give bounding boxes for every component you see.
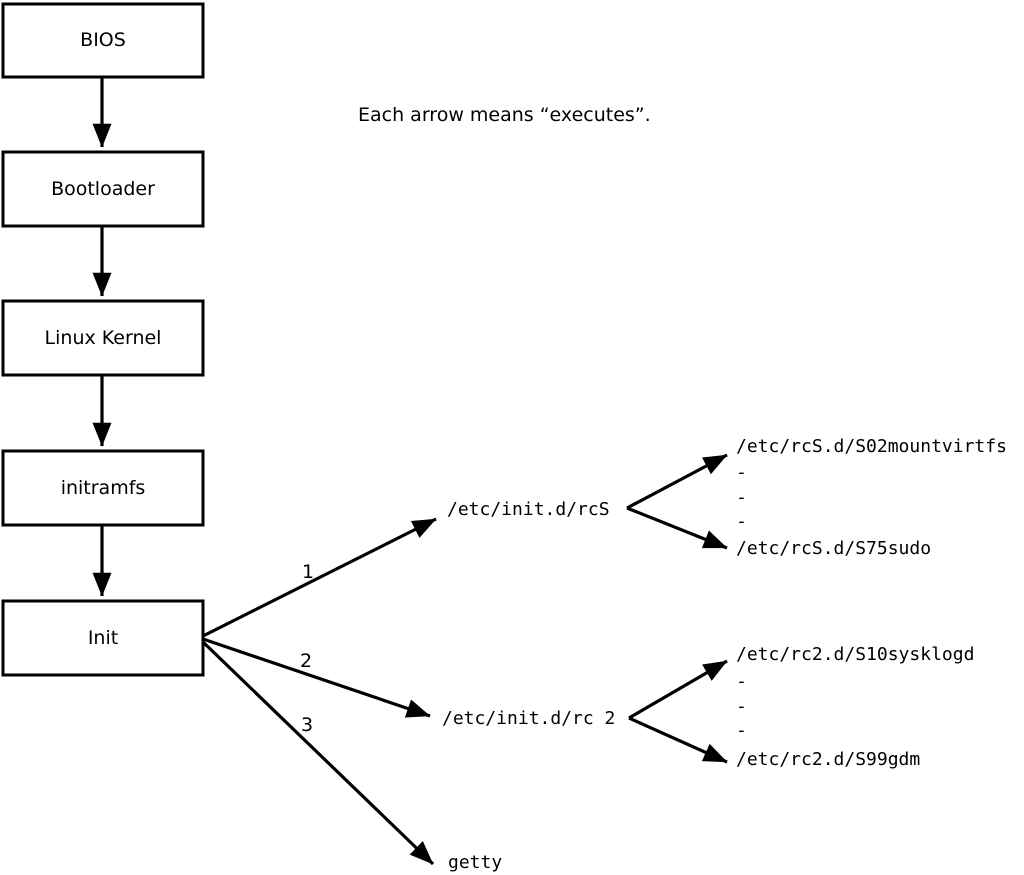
rcs-script-fork: /etc/rcS.d/S02mountvirtfs - - - /etc/rcS… — [626, 436, 1007, 559]
initramfs-label: initramfs — [61, 477, 146, 499]
bios-box — [1, 2, 205, 79]
arrow-rcs-to-first-script — [626, 453, 728, 510]
init-label: Init — [88, 627, 118, 649]
arrow-rc2-to-first-script — [628, 659, 728, 720]
bios-label: BIOS — [80, 29, 126, 51]
rc2-ellipsis-dash: - — [736, 720, 747, 741]
rcs-ellipsis-dash: - — [736, 511, 747, 532]
branch-order-2: 2 — [300, 650, 312, 672]
rc2-script-fork: /etc/rc2.d/S10sysklogd - - - /etc/rc2.d/… — [628, 644, 974, 770]
rc2-last-script-label: /etc/rc2.d/S99gdm — [736, 749, 920, 770]
branch-order-3: 3 — [301, 714, 313, 736]
boot-chain: BIOS Bootloader Linux Kernel initramfs I… — [1, 2, 205, 677]
arrow-init-to-rc2 — [202, 637, 431, 718]
getty-label: getty — [448, 852, 502, 873]
rcs-ellipsis-dash: - — [736, 487, 747, 508]
init-box — [1, 599, 205, 677]
note-text: Each arrow means “executes”. — [358, 104, 651, 126]
linux-kernel-box — [1, 299, 205, 377]
arrow-rc2-to-last-script — [628, 716, 728, 764]
rcs-first-script-label: /etc/rcS.d/S02mountvirtfs — [736, 436, 1007, 457]
rcs-last-script-label: /etc/rcS.d/S75sudo — [736, 538, 931, 559]
initramfs-box — [1, 449, 205, 527]
rcs-ellipsis-dash: - — [736, 462, 747, 483]
bootloader-box — [1, 150, 205, 228]
rc2-ellipsis-dash: - — [736, 671, 747, 692]
linux-kernel-label: Linux Kernel — [45, 327, 162, 349]
arrow-init-to-rcs — [202, 517, 437, 638]
bootloader-label: Bootloader — [51, 178, 155, 200]
rc2-first-script-label: /etc/rc2.d/S10sysklogd — [736, 644, 974, 665]
init-fanout: 1 2 3 /etc/init.d/rcS /etc/init.d/rc 2 g… — [201, 499, 615, 873]
arrow-rcs-to-last-script — [626, 506, 728, 550]
rc2-path-label: /etc/init.d/rc 2 — [442, 708, 615, 729]
rc2-ellipsis-dash: - — [736, 696, 747, 717]
rcs-path-label: /etc/init.d/rcS — [447, 499, 610, 520]
branch-order-1: 1 — [302, 561, 314, 583]
arrow-init-to-getty — [201, 640, 435, 866]
